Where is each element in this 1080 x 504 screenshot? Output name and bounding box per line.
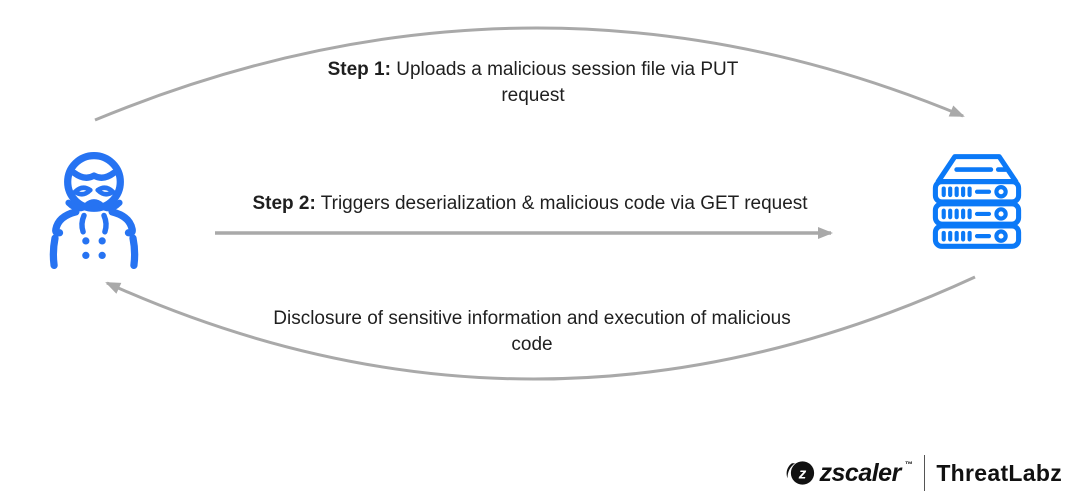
logo-divider [923, 455, 926, 491]
footer-logo: z zscaler ™ ThreatLabz [786, 455, 1062, 491]
step1-arrow [94, 26, 965, 122]
step2-text: Step 2: Triggers deserialization & malic… [170, 191, 890, 217]
server-node [926, 152, 1028, 250]
return-arrow [105, 275, 976, 381]
zscaler-logo-icon: z [786, 461, 814, 485]
step1-text: Step 1: Uploads a malicious session file… [298, 57, 768, 109]
attacker-node [48, 142, 140, 269]
step1-body: Uploads a malicious session file via PUT… [390, 59, 739, 107]
return-text: Disclosure of sensitive information and … [262, 306, 802, 358]
threatlabz-wordmark: ThreatLabz [936, 459, 1062, 486]
zscaler-lockup: z zscaler ™ [786, 458, 913, 488]
zscaler-wordmark: zscaler [819, 458, 902, 487]
step1-label: Step 1: [327, 59, 391, 80]
step2-body: Triggers deserialization & malicious cod… [315, 193, 808, 214]
trademark-symbol: ™ [904, 460, 913, 469]
hacker-icon [49, 151, 139, 269]
step2-label: Step 2: [252, 193, 316, 214]
return-body: Disclosure of sensitive information and … [273, 308, 791, 356]
server-stack-icon [932, 154, 1022, 249]
svg-text:z: z [797, 465, 806, 482]
